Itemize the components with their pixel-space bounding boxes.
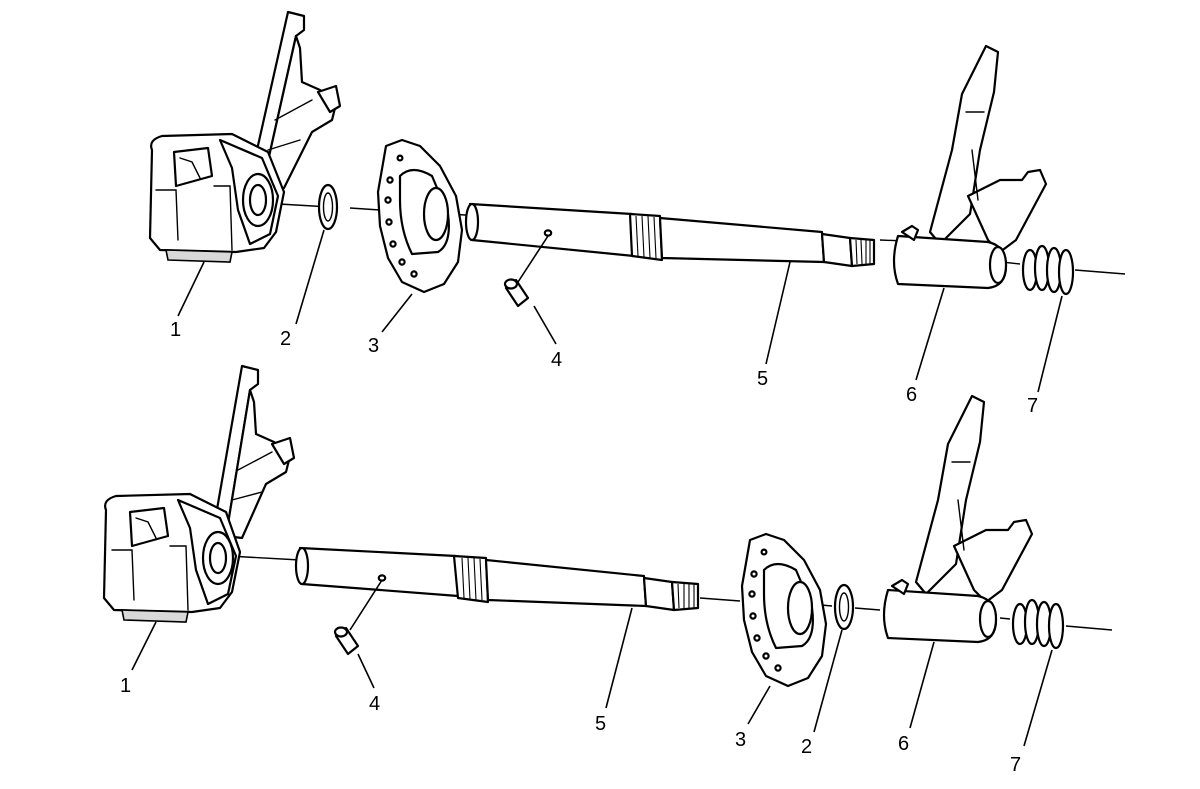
top-callout-2: 2 bbox=[280, 328, 291, 350]
bottom-leader-2 bbox=[813, 629, 843, 733]
top-leader-4 bbox=[533, 305, 557, 345]
bottom-part-1-shift-fork bbox=[102, 364, 296, 623]
top-assembly: 1 2 3 4 5 6 7 bbox=[148, 10, 1126, 417]
top-leader-5 bbox=[765, 261, 791, 365]
bottom-callout-2: 2 bbox=[801, 736, 812, 758]
top-part-1-shift-fork bbox=[148, 10, 342, 263]
top-leader-1 bbox=[177, 261, 205, 317]
bottom-callout-5: 5 bbox=[595, 713, 606, 735]
top-leader-3 bbox=[381, 293, 413, 333]
top-callout-7: 7 bbox=[1027, 395, 1038, 417]
bottom-callout-1: 1 bbox=[120, 675, 131, 697]
bottom-leader-1 bbox=[131, 621, 157, 671]
bottom-callout-6: 6 bbox=[898, 733, 909, 755]
bottom-callout-3: 3 bbox=[735, 729, 746, 751]
bottom-callout-4: 4 bbox=[369, 693, 380, 715]
bottom-leader-3 bbox=[747, 685, 771, 725]
bottom-leader-4 bbox=[349, 579, 383, 631]
bottom-part-4-pin bbox=[333, 626, 360, 656]
top-callout-5: 5 bbox=[757, 368, 768, 390]
top-part-6-shift-fork bbox=[892, 44, 1048, 290]
top-axis-line bbox=[261, 202, 1126, 275]
bottom-callout-7: 7 bbox=[1010, 754, 1021, 776]
top-callout-1: 1 bbox=[170, 319, 181, 341]
top-callout-6: 6 bbox=[906, 384, 917, 406]
top-part-2-snap-ring bbox=[317, 183, 339, 231]
top-leader-2 bbox=[295, 229, 325, 325]
top-callout-4: 4 bbox=[551, 349, 562, 371]
top-callout-3: 3 bbox=[368, 335, 379, 357]
top-leader-6 bbox=[915, 287, 945, 381]
bottom-part-2-snap-ring bbox=[833, 583, 855, 631]
bottom-assembly: 1 4 5 3 2 6 7 bbox=[102, 364, 1113, 776]
bottom-part-3-detent-plate bbox=[740, 532, 828, 688]
bottom-part-6-shift-fork bbox=[882, 394, 1034, 644]
top-part-5-shift-rail bbox=[464, 202, 876, 268]
top-leader-7 bbox=[1037, 295, 1063, 393]
bottom-part-5-shift-rail bbox=[294, 546, 700, 612]
top-part-7-spring bbox=[1021, 244, 1075, 296]
bottom-leader-7 bbox=[1023, 649, 1053, 747]
top-leader-4b bbox=[517, 235, 549, 283]
top-part-3-detent-plate bbox=[376, 138, 464, 294]
bottom-leader-5 bbox=[605, 607, 633, 709]
bottom-leader-6 bbox=[909, 641, 935, 729]
top-part-4-pin bbox=[503, 278, 530, 308]
bottom-leader-4b bbox=[357, 653, 375, 689]
bottom-part-7-spring bbox=[1011, 598, 1065, 650]
